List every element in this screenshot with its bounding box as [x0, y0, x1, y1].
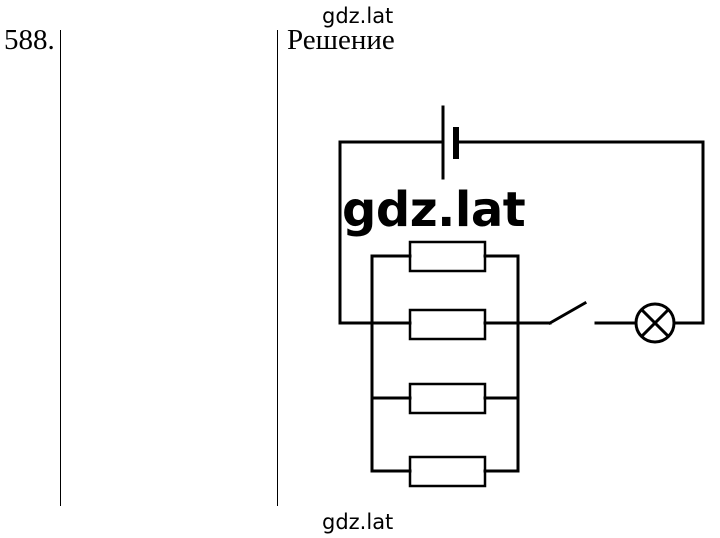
battery-icon — [441, 105, 459, 180]
solution-label: Решение — [287, 24, 395, 56]
lamp-icon — [634, 302, 676, 344]
margin-line-right — [277, 30, 278, 506]
resistor-1 — [370, 240, 520, 273]
watermark-bottom: gdz.lat — [322, 510, 394, 534]
resistor-4 — [370, 455, 520, 488]
resistor-2 — [370, 308, 520, 341]
switch-icon — [547, 300, 588, 326]
task-number: 588. — [4, 24, 55, 56]
margin-line-left — [60, 30, 61, 506]
watermark-center: gdz.lat — [342, 182, 526, 238]
watermark-top: gdz.lat — [322, 4, 394, 28]
resistor-3 — [370, 382, 520, 415]
